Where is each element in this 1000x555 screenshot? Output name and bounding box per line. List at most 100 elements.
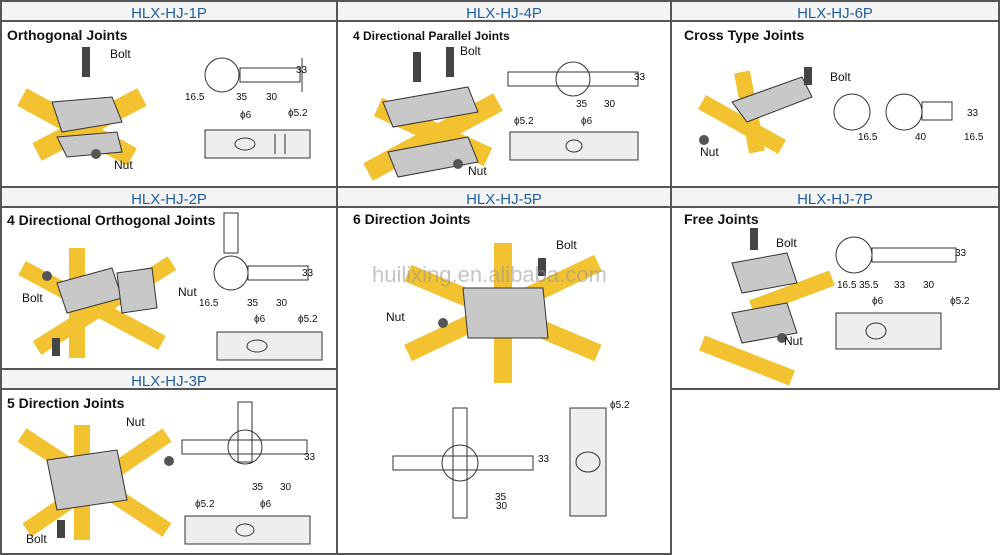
side-view-drawing (392, 407, 534, 519)
side-view-drawing (835, 236, 957, 274)
dim-16-5-right: 16.5 (964, 132, 984, 143)
watermark: huilixing.en.alibaba.com (372, 262, 607, 287)
panel-hlx-hj-1p: HLX-HJ-1P Orthogonal Joints Bolt Nut 33 … (0, 0, 338, 188)
bolt-label: Bolt (110, 47, 131, 61)
dim-phi6: ϕ6 (240, 110, 252, 121)
dim-30: 30 (923, 280, 935, 291)
product-code: HLX-HJ-3P (131, 373, 207, 390)
product-code: HLX-HJ-5P (466, 191, 542, 208)
dim-33: 33 (955, 248, 967, 259)
nut-label: Nut (386, 310, 405, 324)
bolt-label: Bolt (22, 291, 43, 305)
product-code: HLX-HJ-1P (131, 5, 207, 22)
top-view-drawing (184, 515, 311, 545)
joint-illustration (404, 243, 602, 383)
panel-header (672, 2, 998, 22)
dim-35: 35 (252, 482, 264, 493)
nut-label: Nut (468, 164, 487, 178)
dim-phi5-2: ϕ5.2 (195, 499, 215, 510)
joint-illustration (698, 67, 813, 154)
dim-phi6: ϕ6 (872, 296, 884, 307)
panel-hlx-hj-6p: HLX-HJ-6P Cross Type Joints Bolt Nut 33 … (670, 0, 1000, 188)
dim-16-5: 16.5 (185, 92, 205, 103)
side-view-drawing (507, 61, 639, 97)
dim-30: 30 (496, 501, 508, 512)
dim-phi5-2: ϕ5.2 (288, 108, 308, 119)
panel-header (338, 2, 670, 22)
dim-33: 33 (538, 454, 550, 465)
panel-title: 5 Direction Joints (7, 395, 125, 411)
dim-35: 35 (236, 92, 248, 103)
bolt-label: Bolt (776, 236, 797, 250)
joint-illustration (18, 248, 177, 358)
bolt-label: Bolt (830, 70, 851, 84)
dim-33: 33 (967, 108, 979, 119)
dim-16-5: 16.5 (837, 280, 857, 291)
dim-phi5-2: ϕ5.2 (298, 314, 318, 325)
dim-phi5-2: ϕ5.2 (950, 296, 970, 307)
nut-label: Nut (784, 334, 803, 348)
product-code: HLX-HJ-7P (797, 191, 873, 208)
nut-label: Nut (178, 285, 197, 299)
panel-header (338, 188, 670, 208)
joint-illustration (17, 47, 147, 166)
bolt-label: Bolt (26, 532, 47, 546)
product-code: HLX-HJ-6P (797, 5, 873, 22)
panel-header (2, 2, 336, 22)
nut-label: Nut (700, 145, 719, 159)
dim-phi6: ϕ6 (581, 116, 593, 127)
panel-title: Orthogonal Joints (7, 27, 128, 43)
panel-hlx-hj-2p: HLX-HJ-2P 4 Directional Orthogonal Joint… (0, 186, 338, 370)
dim-33: 33 (302, 268, 314, 279)
joint-illustration (363, 47, 503, 181)
dim-30: 30 (280, 482, 292, 493)
dim-phi6: ϕ6 (254, 314, 266, 325)
panel-hlx-hj-5p: HLX-HJ-5P 6 Direction Joints Bolt Nut 33… (336, 186, 672, 555)
dim-30: 30 (266, 92, 278, 103)
side-view-drawing (204, 57, 303, 93)
dim-33-b: 33 (894, 280, 906, 291)
panel-title: 4 Directional Orthogonal Joints (7, 212, 216, 228)
dim-40: 40 (915, 132, 927, 143)
dim-35: 35 (576, 99, 588, 110)
top-view-drawing (204, 129, 311, 159)
panel-title: Free Joints (684, 211, 759, 227)
dim-35-5: 35.5 (859, 280, 879, 291)
panel-header (2, 188, 336, 208)
top-view-drawing (216, 331, 323, 361)
panel-title: Cross Type Joints (684, 27, 805, 43)
dim-phi5-2: ϕ5.2 (514, 116, 534, 127)
dim-phi6: ϕ6 (260, 499, 272, 510)
joint-illustration (17, 425, 174, 540)
product-code: HLX-HJ-2P (131, 191, 207, 208)
dim-phi5-2: ϕ5.2 (610, 400, 630, 411)
top-view-drawing (835, 312, 942, 350)
panel-hlx-hj-4p: HLX-HJ-4P 4 Directional Parallel Joints … (336, 0, 672, 188)
bolt-label: Bolt (460, 44, 481, 58)
side-view-drawing (181, 401, 308, 465)
joint-illustration (699, 228, 835, 386)
top-view-drawing (569, 407, 607, 517)
top-view-drawing (509, 131, 639, 161)
nut-label: Nut (126, 415, 145, 429)
dim-16-5: 16.5 (858, 132, 878, 143)
side-view-drawing (833, 93, 953, 131)
side-view-drawing (213, 212, 309, 291)
dim-33: 33 (296, 65, 308, 76)
panel-title: 4 Directional Parallel Joints (353, 29, 510, 43)
dim-30: 30 (604, 99, 616, 110)
panel-header (672, 188, 998, 208)
bolt-label: Bolt (556, 238, 577, 252)
dim-35: 35 (495, 492, 507, 503)
dim-33: 33 (304, 452, 316, 463)
dim-16-5: 16.5 (199, 298, 219, 309)
panel-hlx-hj-3p: HLX-HJ-3P 5 Direction Joints Nut Bolt 33… (0, 368, 338, 555)
panel-hlx-hj-7p: HLX-HJ-7P Free Joints Bolt Nut 33 16.5 3… (670, 186, 1000, 390)
nut-label: Nut (114, 158, 133, 172)
dim-30: 30 (276, 298, 288, 309)
dim-33: 33 (634, 72, 646, 83)
panel-header (2, 370, 336, 390)
product-code: HLX-HJ-4P (466, 5, 542, 22)
dim-35: 35 (247, 298, 259, 309)
panel-title: 6 Direction Joints (353, 211, 471, 227)
